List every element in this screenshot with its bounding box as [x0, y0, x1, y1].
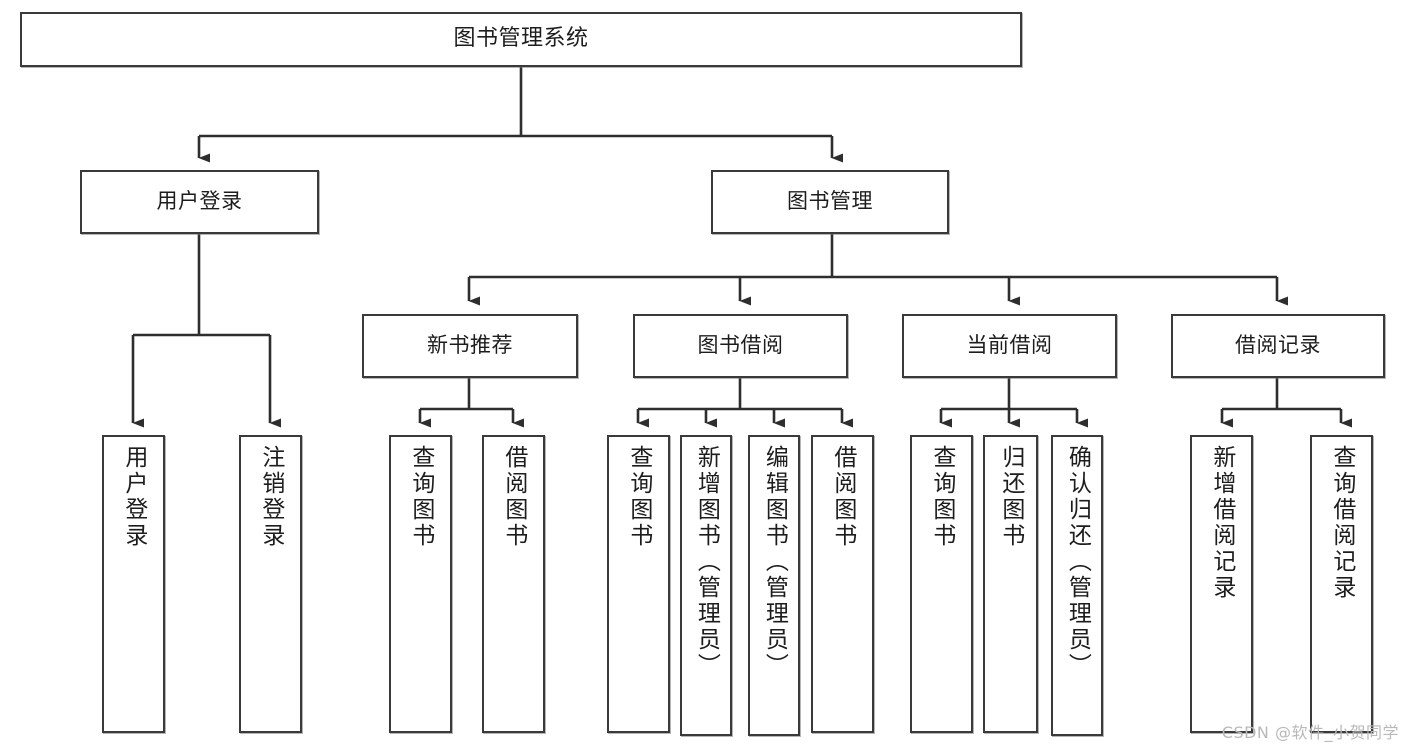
node-label: 借阅图书 — [500, 445, 527, 549]
node-label: 图书借阅 — [697, 333, 784, 358]
node-label: 新增借阅记录 — [1208, 445, 1235, 601]
node-label: 查询借阅记录 — [1328, 445, 1355, 601]
node-label: 用户登录 — [120, 445, 147, 549]
leaf-confirm-return-admin[interactable]: 确认归还（管理员） — [1051, 435, 1103, 736]
node-label: 归还图书 — [997, 445, 1024, 549]
node-label: 编辑图书（管理员） — [761, 445, 788, 679]
node-label: 用户登录 — [156, 189, 243, 214]
node-label: 新增图书（管理员） — [693, 445, 720, 679]
node-label: 新书推荐 — [427, 333, 513, 358]
watermark-text: CSDN @软件_小贺同学 — [1221, 723, 1399, 742]
node-book-borrow[interactable]: 图书借阅 — [633, 314, 848, 378]
node-label: 查询图书 — [407, 445, 434, 549]
leaf-query-book-newbook[interactable]: 查询图书 — [389, 435, 452, 733]
node-label: 图书管理 — [787, 189, 873, 214]
node-label: 当前借阅 — [966, 333, 1053, 358]
node-label: 图书管理系统 — [453, 26, 589, 52]
node-label: 查询图书 — [928, 445, 955, 549]
leaf-add-borrow-record[interactable]: 新增借阅记录 — [1190, 435, 1253, 733]
node-root-book-management-system[interactable]: 图书管理系统 — [20, 12, 1022, 67]
leaf-borrow-book-newbook[interactable]: 借阅图书 — [482, 435, 545, 733]
node-new-book-recommend[interactable]: 新书推荐 — [362, 314, 578, 378]
node-current-borrow[interactable]: 当前借阅 — [902, 314, 1117, 378]
leaf-edit-book-admin[interactable]: 编辑图书（管理员） — [748, 435, 800, 736]
leaf-add-book-admin[interactable]: 新增图书（管理员） — [680, 435, 732, 736]
node-user-login[interactable]: 用户登录 — [80, 170, 319, 234]
node-label: 查询图书 — [625, 445, 652, 549]
node-label: 借阅图书 — [829, 445, 856, 549]
leaf-logout-login[interactable]: 注销登录 — [239, 435, 302, 733]
node-label: 借阅记录 — [1235, 333, 1321, 358]
node-label: 注销登录 — [257, 445, 284, 549]
node-book-management[interactable]: 图书管理 — [711, 170, 949, 234]
leaf-return-book[interactable]: 归还图书 — [983, 435, 1038, 733]
leaf-query-borrow-record[interactable]: 查询借阅记录 — [1310, 435, 1373, 733]
node-borrow-record[interactable]: 借阅记录 — [1171, 314, 1385, 378]
leaf-query-book-current[interactable]: 查询图书 — [910, 435, 973, 733]
node-label: 确认归还（管理员） — [1064, 445, 1091, 679]
leaf-user-login[interactable]: 用户登录 — [102, 435, 165, 733]
leaf-query-book-borrow[interactable]: 查询图书 — [607, 435, 670, 733]
leaf-borrow-book[interactable]: 借阅图书 — [811, 435, 874, 733]
